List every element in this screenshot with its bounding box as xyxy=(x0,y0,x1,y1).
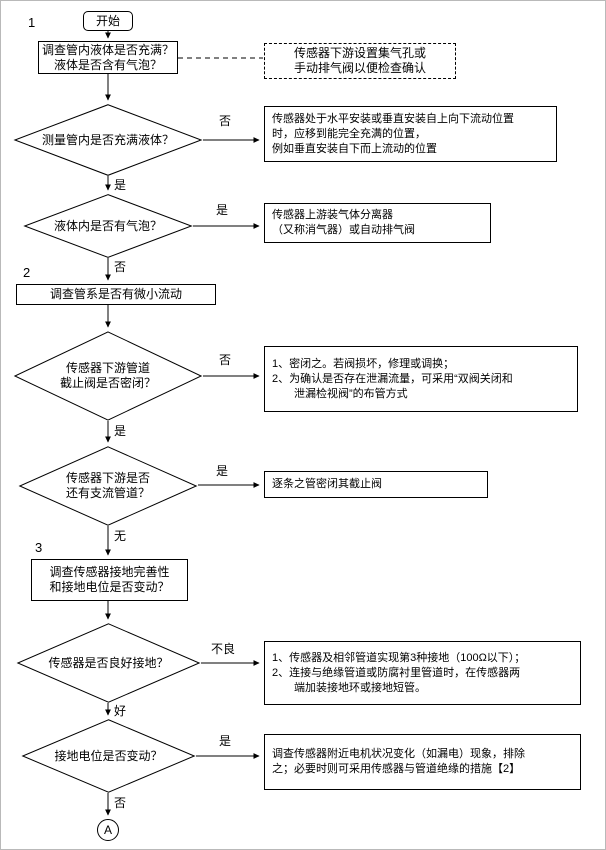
note-line: 传感器下游设置集气孔或 xyxy=(293,46,426,60)
terminal-a: A xyxy=(97,819,119,841)
diamond-shape xyxy=(13,331,203,421)
note-line: 例如垂直安装自下而上流动的位置 xyxy=(272,142,437,155)
note-install: 传感器处于水平安装或垂直安装自上向下流动位置 时，应移到能完全充满的位置， 例如… xyxy=(264,106,557,162)
diamond-shape xyxy=(23,194,193,258)
branch-label-d3-no: 否 xyxy=(219,353,232,367)
decision-full-of-liquid: 测量管内是否充满液体？ xyxy=(13,104,203,176)
note-line: 时，应移到能完全充满的位置， xyxy=(272,127,426,140)
decision-well-grounded: 传感器是否良好接地？ xyxy=(16,623,201,703)
process-label: 调查管系是否有微小流动 xyxy=(49,287,182,301)
decision-label: 接地电位是否变动？ xyxy=(54,748,163,763)
note-grounding: 1、传感器及相邻管道实现第3种接地（100Ω以下）； 2、连接与绝缘管道或防腐衬… xyxy=(264,641,581,705)
note-line: 2、连接与绝缘管道或防腐衬里管道时，在传感器两 xyxy=(272,666,521,679)
diamond-shape xyxy=(16,623,201,703)
terminal-label: A xyxy=(103,822,112,837)
decision-line: 还有支流管道？ xyxy=(65,486,150,500)
process-line: 调查传感器接地完善性 xyxy=(49,565,170,579)
branch-label-d4-yes: 是 xyxy=(216,464,229,478)
note-line: 1、密闭之。若阀损坏，修理或调换； xyxy=(272,357,455,370)
note-line: 逐条之管密闭其截止阀 xyxy=(272,478,382,490)
diamond-shape xyxy=(21,719,196,793)
process-line: 调查管内液体是否充满？ xyxy=(41,42,174,57)
decision-line: 传感器下游是否 xyxy=(65,471,150,485)
diamond-shape xyxy=(13,104,203,176)
section-number-2: 2 xyxy=(23,265,31,280)
decision-label: 传感器是否良好接地？ xyxy=(48,655,169,670)
decision-label: 测量管内是否充满液体？ xyxy=(41,132,174,147)
branch-label-d2-no: 否 xyxy=(114,260,127,274)
note-vent: 传感器下游设置集气孔或 手动排气阀以便检查确认 xyxy=(264,43,456,79)
note-separator: 传感器上游装气体分离器 （又称消气器）或自动排气阀 xyxy=(264,203,491,243)
note-line: 传感器处于水平安装或垂直安装自上向下流动位置 xyxy=(272,112,514,125)
note-line: 之；必要时则可采用传感器与管道绝缘的措施【2】 xyxy=(272,763,521,775)
section-number-1: 1 xyxy=(28,15,36,30)
branch-label-d4-none: 无 xyxy=(114,529,127,543)
note-close-valves: 逐条之管密闭其截止阀 xyxy=(264,471,488,498)
process-check-grounding: 调查传感器接地完善性 和接地电位是否变动？ xyxy=(31,559,188,601)
decision-label: 液体内是否有气泡？ xyxy=(53,218,162,233)
start-node: 开始 xyxy=(83,11,133,31)
branch-label-d1-no: 否 xyxy=(219,114,232,128)
branch-label-d6-yes: 是 xyxy=(219,734,232,748)
note-line: 调查传感器附近电机状况变化（如漏电）现象，排除 xyxy=(272,748,525,760)
process-check-micro-flow: 调查管系是否有微小流动 xyxy=(16,284,216,305)
decision-potential-change: 接地电位是否变动？ xyxy=(21,719,196,793)
branch-label-d2-yes: 是 xyxy=(216,203,229,217)
branch-label-d3-yes: 是 xyxy=(114,424,127,438)
start-label: 开始 xyxy=(95,13,120,28)
note-line: 1、传感器及相邻管道实现第3种接地（100Ω以下）； xyxy=(272,651,526,664)
branch-label-d5-good: 好 xyxy=(114,704,127,718)
note-motor: 调查传感器附近电机状况变化（如漏电）现象，排除 之；必要时则可采用传感器与管道绝… xyxy=(264,734,581,790)
decision-line: 传感器下游管道 xyxy=(65,361,150,375)
note-line: 泄漏检视阀”的布管方式 xyxy=(294,387,408,400)
decision-valve-sealed: 传感器下游管道 截止阀是否密闭？ xyxy=(13,331,203,421)
branch-label-d1-yes: 是 xyxy=(114,178,127,192)
process-check-liquid: 调查管内液体是否充满？ 液体是否含有气泡？ xyxy=(38,41,178,74)
process-line: 和接地电位是否变动？ xyxy=(49,580,170,594)
branch-label-d5-bad: 不良 xyxy=(211,642,236,656)
diamond-shape xyxy=(18,446,198,526)
note-line: 2、为确认是否存在泄漏流量，可采用“双阀关闭和 xyxy=(272,372,513,385)
decision-branch-pipes: 传感器下游是否 还有支流管道？ xyxy=(18,446,198,526)
decision-has-bubbles: 液体内是否有气泡？ xyxy=(23,194,193,258)
note-seal: 1、密闭之。若阀损坏，修理或调换； 2、为确认是否存在泄漏流量，可采用“双阀关闭… xyxy=(264,346,578,412)
note-line: 手动排气阀以便检查确认 xyxy=(293,61,426,75)
note-line: 传感器上游装气体分离器 xyxy=(272,209,393,221)
branch-label-d6-no: 否 xyxy=(114,796,127,810)
note-line: 端加装接地环或接地短管。 xyxy=(294,681,426,694)
process-line: 液体是否含有气泡？ xyxy=(53,57,162,72)
section-number-3: 3 xyxy=(35,540,43,555)
note-line: （又称消气器）或自动排气阀 xyxy=(272,224,415,236)
decision-line: 截止阀是否密闭？ xyxy=(59,376,156,390)
